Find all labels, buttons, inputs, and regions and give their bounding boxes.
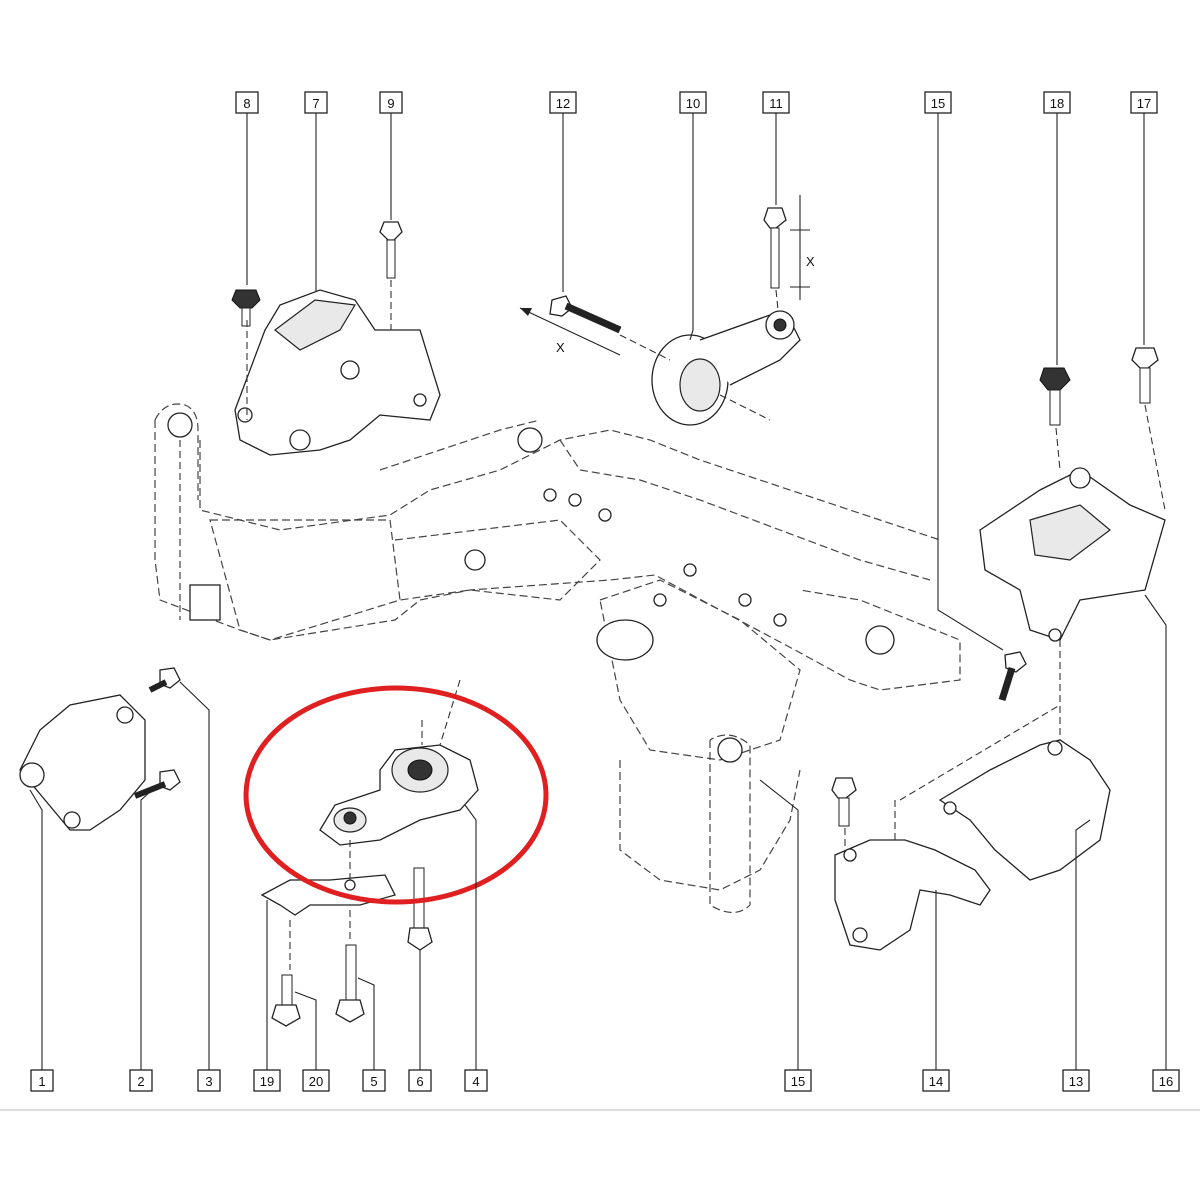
svg-text:14: 14 bbox=[929, 1074, 943, 1089]
bracket-14 bbox=[834, 839, 991, 951]
svg-text:2: 2 bbox=[137, 1074, 144, 1089]
callout-4: 4 bbox=[464, 1069, 488, 1092]
bolt-8 bbox=[231, 289, 261, 327]
svg-text:9: 9 bbox=[387, 96, 394, 111]
callout-6: 6 bbox=[408, 1069, 432, 1092]
bolt-3 bbox=[148, 667, 181, 693]
bolt-18 bbox=[1039, 367, 1071, 426]
bolt-9 bbox=[379, 221, 403, 279]
mount-plate-19 bbox=[260, 874, 396, 916]
highlight-ellipse bbox=[243, 685, 549, 905]
svg-text:16: 16 bbox=[1159, 1074, 1173, 1089]
bolt-2 bbox=[133, 769, 181, 799]
dimension-label-left: X bbox=[556, 340, 565, 355]
dimension-label-right: X bbox=[806, 254, 815, 269]
mount-bracket-1 bbox=[19, 694, 146, 831]
svg-text:20: 20 bbox=[309, 1074, 323, 1089]
bolt-5 bbox=[335, 944, 365, 1023]
bolt-11 bbox=[763, 207, 787, 289]
callout-19: 19 bbox=[253, 1069, 281, 1092]
callout-10: 10 bbox=[679, 91, 707, 114]
callout-14: 14 bbox=[922, 1069, 950, 1092]
callout-8: 8 bbox=[235, 91, 259, 114]
callout-12: 12 bbox=[549, 91, 577, 114]
bolt-6 bbox=[407, 867, 433, 951]
callout-1: 1 bbox=[30, 1069, 54, 1092]
bolt-12 bbox=[549, 295, 622, 334]
svg-text:10: 10 bbox=[686, 96, 700, 111]
engine-mount-7 bbox=[234, 289, 441, 456]
callout-17: 17 bbox=[1130, 91, 1158, 114]
bolt-17 bbox=[1131, 347, 1159, 404]
lower-torque-mount-4 bbox=[319, 744, 479, 846]
svg-text:13: 13 bbox=[1069, 1074, 1083, 1089]
callout-18: 18 bbox=[1043, 91, 1071, 114]
callout-16: 16 bbox=[1152, 1069, 1180, 1092]
subframe bbox=[154, 403, 961, 914]
svg-text:3: 3 bbox=[205, 1074, 212, 1089]
svg-text:1: 1 bbox=[38, 1074, 45, 1089]
callout-11: 11 bbox=[762, 91, 790, 114]
svg-text:7: 7 bbox=[312, 96, 319, 111]
svg-text:8: 8 bbox=[243, 96, 250, 111]
svg-text:15: 15 bbox=[931, 96, 945, 111]
svg-text:12: 12 bbox=[556, 96, 570, 111]
svg-text:6: 6 bbox=[416, 1074, 423, 1089]
callout-7: 7 bbox=[304, 91, 328, 114]
svg-text:5: 5 bbox=[370, 1074, 377, 1089]
bolt-20 bbox=[271, 974, 301, 1027]
callout-15-top: 15 bbox=[924, 91, 952, 114]
callout-2: 2 bbox=[129, 1069, 153, 1092]
svg-text:15: 15 bbox=[791, 1074, 805, 1089]
svg-text:18: 18 bbox=[1050, 96, 1064, 111]
callout-13: 13 bbox=[1062, 1069, 1090, 1092]
svg-text:17: 17 bbox=[1137, 96, 1151, 111]
callout-20: 20 bbox=[302, 1069, 330, 1092]
bracket-13 bbox=[938, 739, 1111, 881]
gearbox-mount-16 bbox=[979, 467, 1166, 642]
callout-5: 5 bbox=[362, 1069, 386, 1092]
bolt-15-lower bbox=[998, 651, 1027, 702]
callout-15-bottom: 15 bbox=[784, 1069, 812, 1092]
svg-text:4: 4 bbox=[472, 1074, 479, 1089]
bolt-near-14 bbox=[831, 777, 857, 827]
callout-3: 3 bbox=[197, 1069, 221, 1092]
svg-text:19: 19 bbox=[260, 1074, 274, 1089]
callout-9: 9 bbox=[379, 91, 403, 114]
leader-lines bbox=[29, 113, 1167, 1070]
torque-rod-10 bbox=[651, 310, 801, 426]
svg-text:11: 11 bbox=[769, 96, 783, 111]
